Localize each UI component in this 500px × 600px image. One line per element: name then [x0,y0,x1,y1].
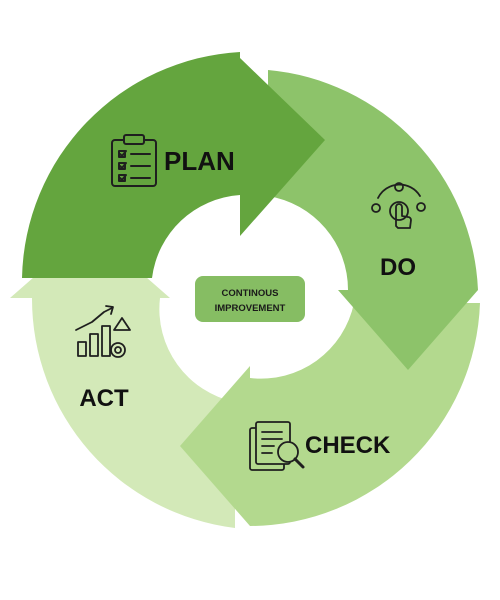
segment-act [10,228,235,528]
stage-label-do: DO [380,254,416,281]
clipboard-checklist-icon [111,134,157,187]
stage-label-act: ACT [79,385,129,412]
segment-plan [22,52,325,278]
center-text-line1: CONTINOUS [222,288,279,299]
segment-do [268,70,478,370]
stage-label-plan: PLAN [164,146,235,176]
stage-label-check: CHECK [305,432,391,459]
document-magnifier-icon [249,421,305,471]
growth-chart-gear-icon [75,305,131,358]
center-box [195,276,305,322]
center-text-line2: IMPROVEMENT [215,303,286,314]
hand-gears-icon [371,182,426,229]
